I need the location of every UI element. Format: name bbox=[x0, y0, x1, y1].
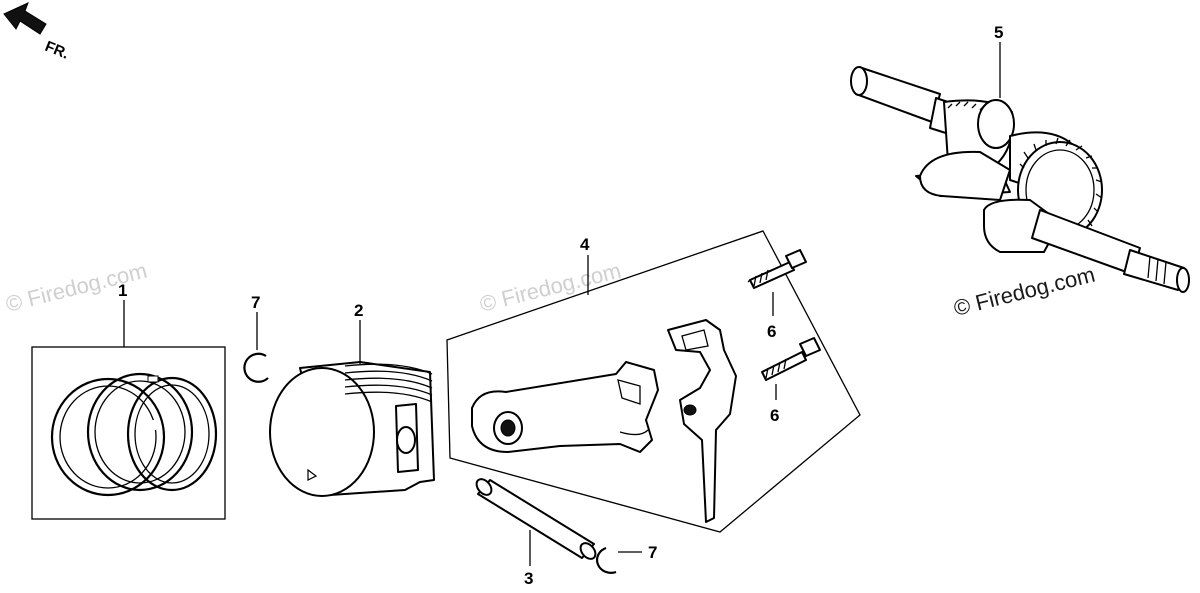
connecting-rod-icon bbox=[471, 361, 659, 453]
rod-cap-icon bbox=[667, 319, 737, 523]
callout-4: 4 bbox=[580, 235, 590, 254]
callout-7-right: 7 bbox=[648, 543, 657, 562]
piston-pin-icon bbox=[475, 478, 597, 560]
callout-1: 1 bbox=[118, 281, 127, 300]
callout-6-lower: 6 bbox=[770, 406, 779, 425]
piston-ring-set-icon bbox=[31, 346, 226, 520]
connecting-rod-set-frame bbox=[446, 230, 861, 533]
front-direction-arrow-icon bbox=[3, 2, 47, 35]
piston-pin-clip-left-icon bbox=[243, 352, 269, 383]
piston-icon bbox=[269, 361, 435, 497]
callout-3: 3 bbox=[524, 569, 533, 588]
callout-5: 5 bbox=[994, 23, 1003, 42]
rod-bolt-lower-icon bbox=[761, 337, 821, 381]
front-direction-label: FR. bbox=[43, 38, 72, 63]
rod-bolt-upper-icon bbox=[747, 249, 807, 289]
crankshaft-icon bbox=[850, 66, 1190, 293]
watermark-right: © Firedog.com bbox=[951, 262, 1097, 321]
callout-6-upper: 6 bbox=[767, 322, 776, 341]
watermark-left: © Firedog.com bbox=[3, 258, 149, 317]
callout-2: 2 bbox=[354, 301, 363, 320]
callout-7-left: 7 bbox=[251, 293, 260, 312]
piston-pin-clip-right-icon bbox=[595, 546, 617, 574]
